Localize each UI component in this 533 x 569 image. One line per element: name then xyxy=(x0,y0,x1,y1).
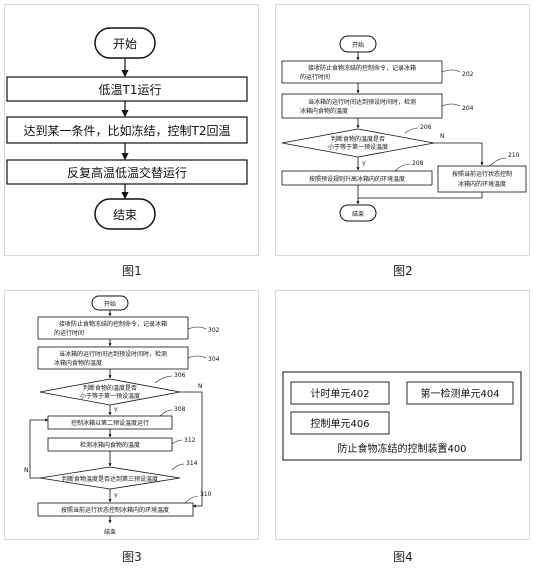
fig2-decision-206-line1: 判断食物的温度是否 xyxy=(331,135,385,143)
fig3-ref-306: 306 xyxy=(174,372,186,379)
fig2-box-210-line1: 按照当前运行状态控制 xyxy=(452,170,512,178)
fig2-end-text: 结束 xyxy=(352,210,364,218)
figure-2-flowchart: 开始 接收防止食物冻结的控制命令，记录冰箱 的运行时间 202 当冰箱的运行时间… xyxy=(281,35,527,222)
fig2-box-204-line1: 当冰箱的运行时间达到预设时间时，检测 xyxy=(308,98,416,106)
fig4-device-label: 防止食物冻结的控制装置400 xyxy=(337,442,466,455)
fig2-box-204-line2: 冰箱内食物的温度 xyxy=(300,107,348,115)
fig1-step1-text: 低温T1运行 xyxy=(99,83,162,97)
fig3-box-302 xyxy=(37,316,189,340)
figure-2-panel xyxy=(275,4,530,256)
fig3-no-label-314: N xyxy=(24,467,29,474)
fig3-decision-306-line2: 小于等于第一预设温度 xyxy=(80,392,140,400)
fig3-decision-306 xyxy=(39,378,181,406)
fig4-detect-unit-text: 第一检测单元404 xyxy=(420,387,499,400)
fig3-ref-308-leader xyxy=(159,409,173,417)
figure-3-flowchart: 开始 接收防止食物冻结的控制命令，记录冰箱 的运行时间 302 当冰箱的运行时间… xyxy=(24,295,220,536)
fig3-ref-302-leader xyxy=(187,326,207,330)
fig3-ref-304-leader xyxy=(187,355,207,359)
fig2-no-label: N xyxy=(440,133,445,140)
fig4-timer-unit-text: 计时单元402 xyxy=(310,387,369,400)
fig4-timer-unit xyxy=(290,381,390,405)
figure-4-caption: 图4 xyxy=(393,550,413,564)
fig3-box-310-text: 按照当前运行状态控制冰箱内的环境温度 xyxy=(61,506,169,514)
fig2-start-text: 开始 xyxy=(352,41,364,49)
fig3-box-304-line1: 当冰箱的运行时间达到预设时间时，检测 xyxy=(59,350,167,358)
fig2-end-terminal xyxy=(339,204,377,222)
fig2-ref-210: 210 xyxy=(508,152,520,159)
fig3-ref-312: 312 xyxy=(184,437,196,444)
fig2-box-202-line1: 接收防止食物冻结的控制命令，记录冰箱 xyxy=(308,64,416,72)
fig2-ref-204-leader xyxy=(441,103,461,107)
fig1-step3-box xyxy=(6,159,248,185)
fig2-ref-206-leader xyxy=(404,127,419,134)
fig2-ref-210-leader xyxy=(489,157,507,167)
fig2-ref-202: 202 xyxy=(462,71,474,78)
fig2-box-208-text: 按照预设规则升高冰箱内的环境温度 xyxy=(309,175,405,183)
fig2-ref-206: 206 xyxy=(420,124,432,131)
fig3-no-connector-306 xyxy=(180,391,203,506)
fig4-detect-unit xyxy=(406,381,514,405)
fig3-yes-label-306: Y xyxy=(113,407,118,414)
fig1-end-terminal xyxy=(94,198,156,230)
fig3-box-310 xyxy=(37,502,194,517)
fig1-end-text: 结束 xyxy=(113,208,137,222)
fig3-decision-314-text: 判断食物温度是否达到第三预设温度 xyxy=(62,475,158,483)
fig2-no-connector xyxy=(434,142,484,166)
figure-3-caption: 图3 xyxy=(122,550,142,564)
fig2-box-208 xyxy=(281,170,433,186)
fig2-box-210 xyxy=(437,165,527,193)
fig1-step1-box xyxy=(6,76,248,102)
fig3-ref-312-leader xyxy=(171,439,183,445)
fig3-ref-306-leader xyxy=(154,375,173,384)
fig3-end-text: 结束 xyxy=(104,528,116,536)
fig3-box-302-line1: 接收防止食物冻结的控制命令，记录冰箱 xyxy=(59,320,167,328)
fig3-ref-310: 310 xyxy=(200,491,212,498)
fig3-ref-310-leader xyxy=(184,495,199,504)
fig1-start-text: 开始 xyxy=(113,37,137,51)
fig3-ref-302: 302 xyxy=(208,327,220,334)
figure-4-block-diagram: 计时单元402 第一检测单元404 控制单元406 防止食物冻结的控制装置400 xyxy=(282,371,522,461)
fig3-ref-308: 308 xyxy=(174,406,186,413)
fig1-step2-text: 达到某一条件，比如冻结，控制T2回温 xyxy=(24,123,231,138)
fig2-ref-204: 204 xyxy=(462,105,474,112)
fig3-no-loop-314 xyxy=(29,418,49,479)
fig2-ref-208-leader xyxy=(394,163,411,172)
fig2-decision-206-line2: 小于等于第一预设温度 xyxy=(328,143,388,151)
fig1-step3-text: 反复高温低温交替运行 xyxy=(67,165,187,180)
fig3-box-308-text: 控制冰箱以第二预设温度运行 xyxy=(71,419,149,427)
fig2-box-210-line2: 冰箱内的环境温度 xyxy=(458,180,506,188)
fig2-box-204 xyxy=(281,93,443,119)
fig4-control-unit xyxy=(290,411,390,435)
fig2-yes-label: Y xyxy=(361,161,366,168)
fig2-decision-206 xyxy=(281,128,435,158)
fig3-ref-304: 304 xyxy=(208,356,220,363)
fig1-step2-box xyxy=(6,116,248,144)
fig2-ref-202-leader xyxy=(441,69,461,73)
fig3-no-label-306: N xyxy=(198,383,203,390)
figure-2-caption: 图2 xyxy=(393,264,413,278)
fig3-ref-314-leader xyxy=(171,463,185,471)
fig3-box-304-line2: 冰箱内食物的温度 xyxy=(54,359,102,367)
fig3-yes-label-314: Y xyxy=(113,493,118,500)
figure-1-flowchart: 开始 低温T1运行 达到某一条件，比如冻结，控制T2回温 反复高温低温交替运行 … xyxy=(6,27,248,230)
fig3-decision-306-line1: 判断食物的温度是否 xyxy=(83,384,137,392)
fig2-ref-208: 208 xyxy=(412,160,424,167)
fig3-start-text: 开始 xyxy=(104,300,116,308)
fig4-control-unit-text: 控制单元406 xyxy=(310,417,369,430)
fig2-box-202-line2: 的运行时间 xyxy=(300,73,330,81)
fig3-box-312-text: 检测冰箱内食物的温度 xyxy=(80,441,140,449)
fig3-decision-314 xyxy=(39,466,181,490)
figure-1-caption: 图1 xyxy=(122,264,142,278)
fig3-box-302-line2: 的运行时间 xyxy=(54,329,84,337)
fig3-ref-314: 314 xyxy=(186,460,198,467)
fig2-arrow-210-end xyxy=(358,192,483,199)
